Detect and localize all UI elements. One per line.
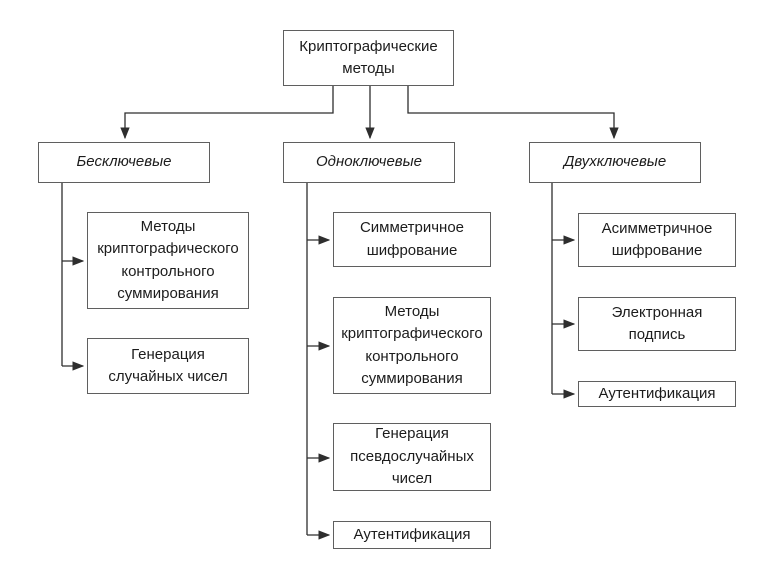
node-single-key-pseudorandom-generation: Генерация псевдослучайных чисел bbox=[333, 423, 491, 491]
node-single-key-symmetric-encryption: Симметричное шифрование bbox=[333, 212, 491, 267]
node-keyless-checksum-methods: Методы криптографического контрольного с… bbox=[87, 212, 249, 309]
node-category-keyless: Бесключевые bbox=[38, 142, 210, 183]
node-keyless-random-number-generation: Генерация случайных чисел bbox=[87, 338, 249, 394]
node-category-two-key: Двухключевые bbox=[529, 142, 701, 183]
node-single-key-authentication: Аутентификация bbox=[333, 521, 491, 549]
node-two-key-asymmetric-encryption: Асимметричное шифрование bbox=[578, 213, 736, 267]
node-two-key-electronic-signature: Электронная подпись bbox=[578, 297, 736, 351]
node-two-key-authentication: Аутентификация bbox=[578, 381, 736, 407]
node-root-cryptographic-methods: Криптографические методы bbox=[283, 30, 454, 86]
node-category-single-key: Одноключевые bbox=[283, 142, 455, 183]
node-single-key-checksum-methods: Методы криптографического контрольного с… bbox=[333, 297, 491, 394]
